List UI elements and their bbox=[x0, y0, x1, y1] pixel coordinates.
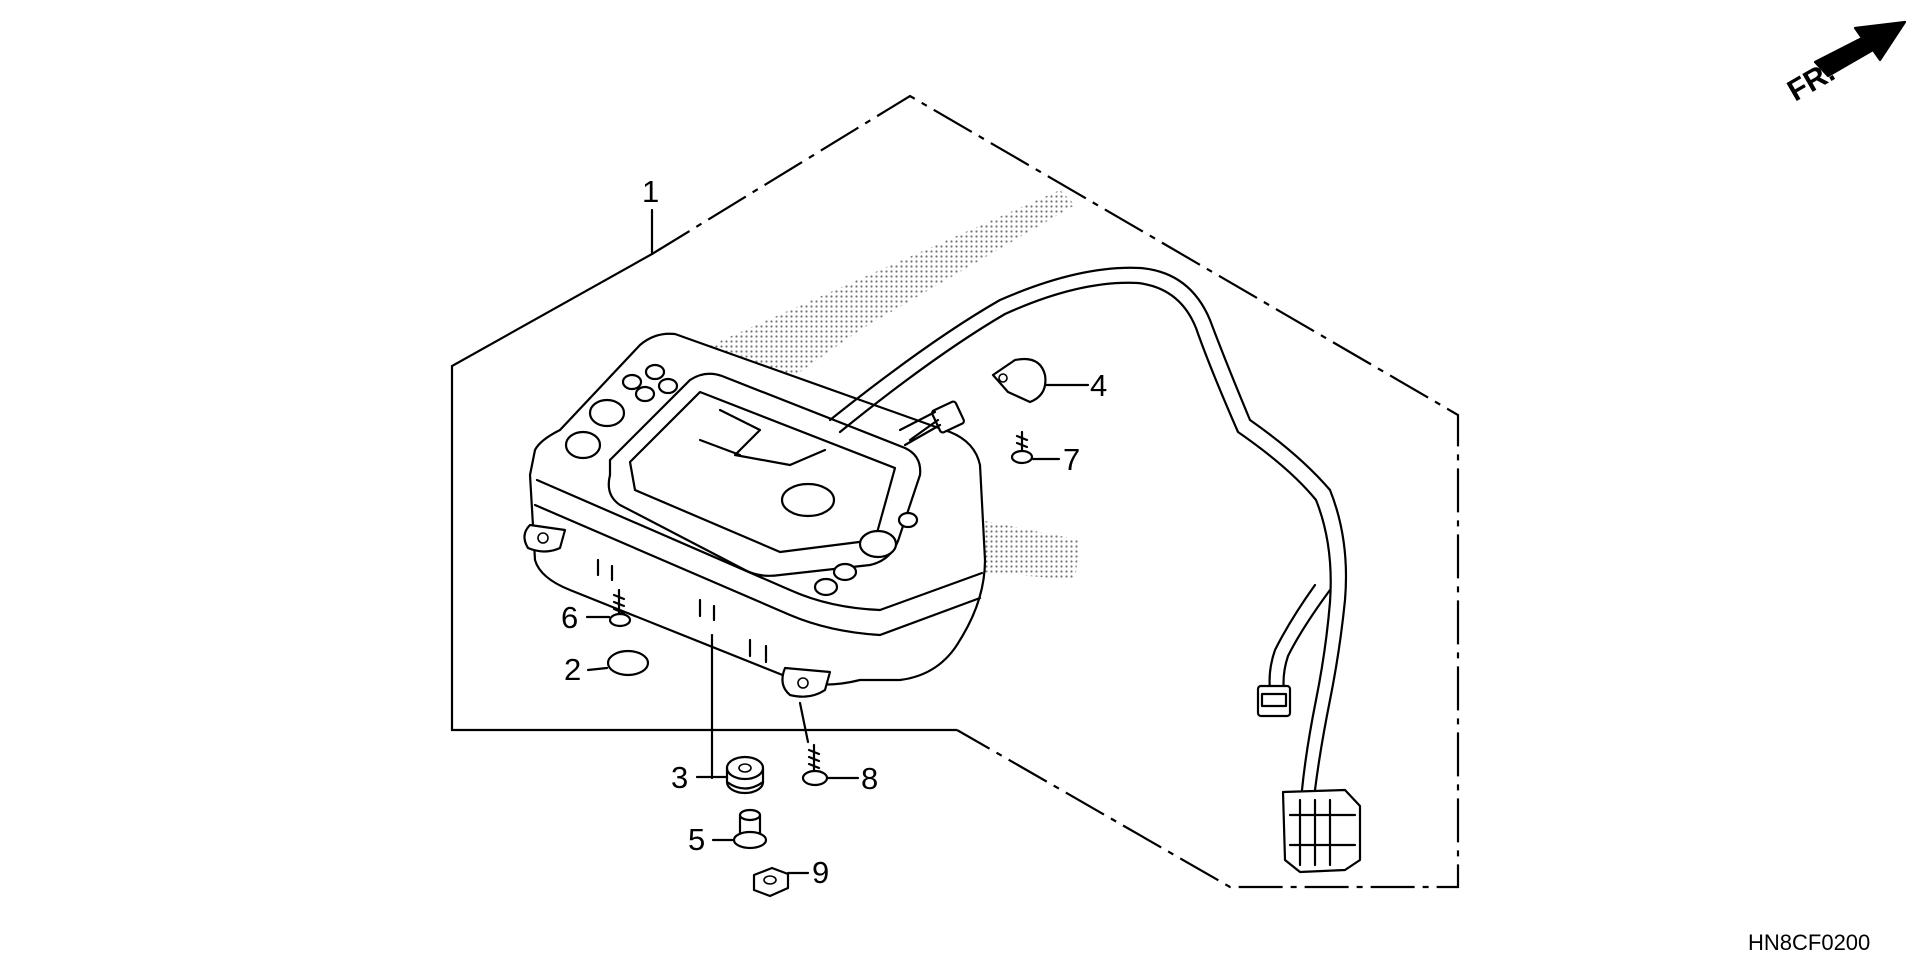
assembly-boundary bbox=[450, 94, 1460, 889]
callout-4: 4 bbox=[1090, 368, 1107, 403]
arrow-icon bbox=[1813, 20, 1907, 78]
callout-8: 8 bbox=[861, 761, 878, 796]
front-direction-indicator: FR. bbox=[1782, 20, 1907, 108]
leader-lines bbox=[585, 208, 1090, 875]
callout-labels: 1 2 3 4 5 6 7 8 9 bbox=[561, 174, 1107, 890]
callout-7: 7 bbox=[1063, 442, 1080, 477]
callout-6: 6 bbox=[561, 600, 578, 635]
callout-9: 9 bbox=[812, 855, 829, 890]
callout-2: 2 bbox=[564, 652, 581, 687]
drawing-code: HN8CF0200 bbox=[1748, 930, 1870, 955]
wire-harness bbox=[828, 266, 1362, 874]
meter-assembly bbox=[523, 332, 987, 698]
callout-1: 1 bbox=[642, 174, 659, 209]
callout-5: 5 bbox=[688, 822, 705, 857]
callout-3: 3 bbox=[671, 760, 688, 795]
